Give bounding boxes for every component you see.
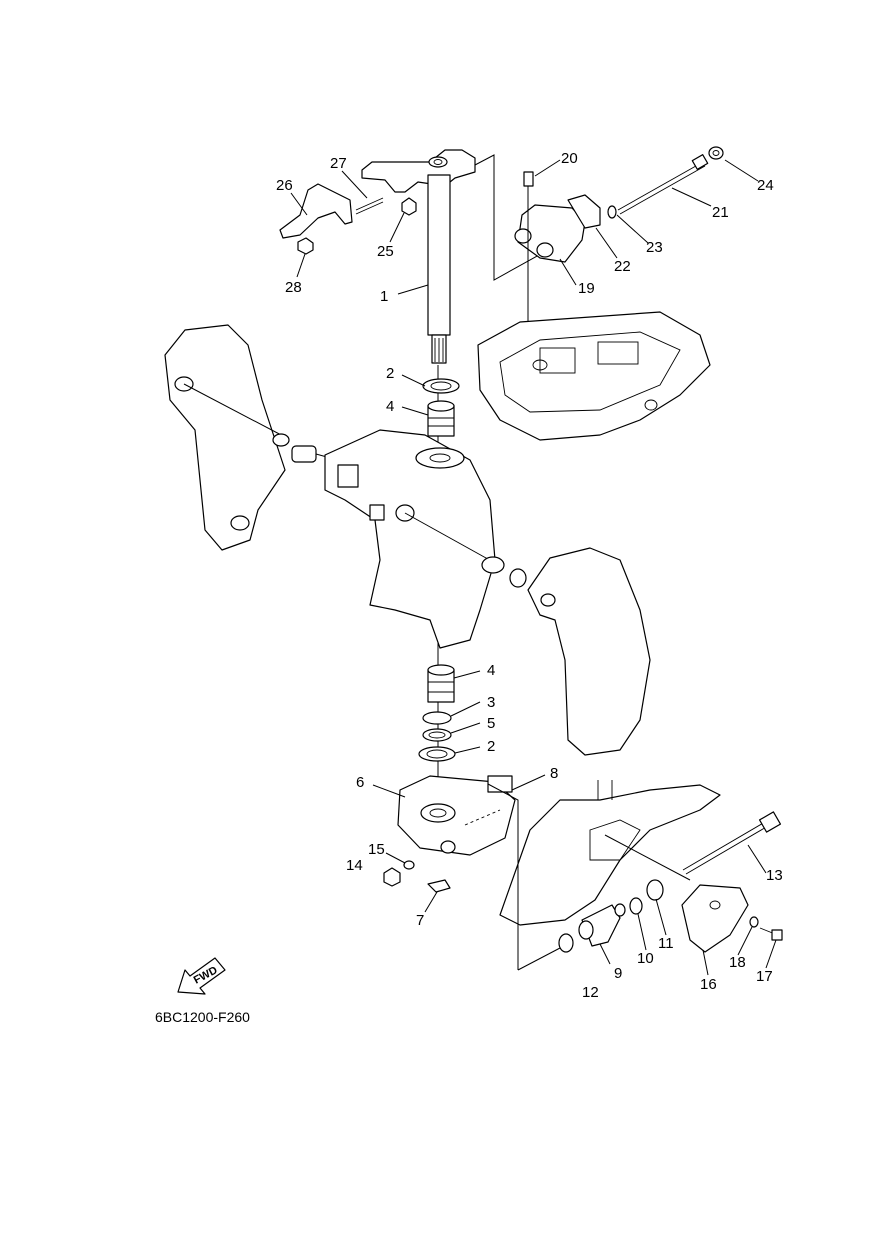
callout-5: 5 <box>487 715 495 732</box>
swivel-bracket <box>324 429 496 649</box>
callout-14: 14 <box>346 857 363 874</box>
callout-27: 27 <box>330 155 347 172</box>
callout-23: 23 <box>646 239 663 256</box>
fwd-direction-arrow-icon: FWD <box>177 957 226 995</box>
lower-mount-housing <box>383 775 516 893</box>
callout-6: 6 <box>356 774 364 791</box>
callout-17: 17 <box>756 968 773 985</box>
callout-2-lower: 2 <box>487 738 495 755</box>
bracket-block-part <box>514 171 601 392</box>
callout-4-upper: 4 <box>386 398 394 415</box>
lower-casing <box>499 780 721 926</box>
callout-4-lower: 4 <box>487 662 495 679</box>
callout-28: 28 <box>285 279 302 296</box>
callout-16: 16 <box>700 976 717 993</box>
right-clamp-bracket <box>481 547 651 756</box>
callout-10: 10 <box>637 950 654 967</box>
mount-rubber-stack <box>487 783 783 971</box>
callout-26: 26 <box>276 177 293 194</box>
callout-7: 7 <box>416 912 424 929</box>
callout-21: 21 <box>712 204 729 221</box>
callout-3: 3 <box>487 694 495 711</box>
callout-2-upper: 2 <box>386 365 394 382</box>
callout-labels: 1 2 4 4 3 5 2 6 7 8 9 10 11 12 13 14 15 … <box>276 150 783 1001</box>
upper-mount-housing <box>477 311 711 441</box>
callout-22: 22 <box>614 258 631 275</box>
long-bolt-part <box>607 146 724 219</box>
callout-13: 13 <box>766 867 783 884</box>
callout-8: 8 <box>550 765 558 782</box>
callout-20: 20 <box>561 150 578 167</box>
callout-25: 25 <box>377 243 394 260</box>
callout-1: 1 <box>380 288 388 305</box>
plate-assembly <box>279 183 417 255</box>
callout-24: 24 <box>757 177 774 194</box>
callout-9: 9 <box>614 965 622 982</box>
callout-11: 11 <box>658 935 674 952</box>
diagram-code: 6BC1200-F260 <box>155 1009 250 1025</box>
callout-15: 15 <box>368 841 385 858</box>
callout-12: 12 <box>582 984 599 1001</box>
shaft-stack <box>418 378 460 762</box>
callout-19: 19 <box>578 280 595 297</box>
left-clamp-bracket <box>164 324 346 551</box>
callout-18: 18 <box>729 954 746 971</box>
callout-leaders <box>290 159 777 976</box>
